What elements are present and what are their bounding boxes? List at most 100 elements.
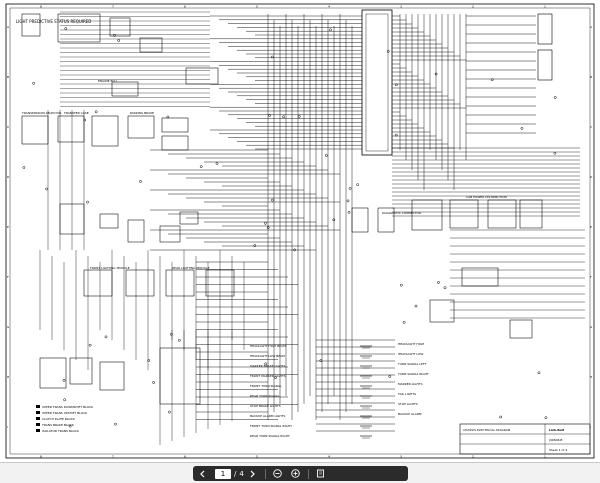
legend-item-3: CLUTCH PLATE BLOCK [42, 417, 76, 421]
terminal [266, 226, 270, 229]
border-number: 6 [184, 455, 186, 459]
terminal [199, 165, 203, 168]
box-title-2: TRANSFER CASE [63, 111, 89, 115]
border-letter: D [7, 175, 10, 179]
previous-page-button[interactable] [193, 466, 211, 481]
signal-label: TURN SIGNAL LEFT [397, 362, 427, 366]
border-letter: D [590, 175, 593, 179]
border-number: 4 [328, 455, 330, 459]
terminal [253, 244, 257, 247]
border-number: 5 [256, 455, 258, 459]
component-box [59, 203, 85, 235]
signal-label: TAIL LIGHTS [397, 392, 416, 396]
terminal [274, 376, 277, 379]
terminal [346, 199, 350, 203]
next-page-button[interactable] [244, 466, 262, 481]
page-separator: / [234, 469, 237, 478]
border-number: 7 [112, 455, 114, 459]
terminal [324, 154, 328, 157]
signal-label: HEADLIGHT LOW [398, 352, 423, 356]
border-letter: B [7, 75, 9, 79]
box-title-8: REAR LIGHTING MODULE [172, 266, 210, 270]
terminal [293, 248, 296, 252]
terminal [544, 416, 548, 420]
signal-label: HEADLIGHT HIGH [398, 342, 424, 346]
components [21, 13, 557, 428]
signal-label: TURN SIGNAL RIGHT [397, 372, 429, 376]
zoom-out-button[interactable] [269, 466, 287, 481]
output-labels: HEADLIGHT HIGH BEAM HEADLIGHT LOW BEAM M… [250, 344, 292, 438]
terminal [86, 200, 89, 204]
border-number: 4 [328, 5, 330, 9]
output-label: HEADLIGHT HIGH BEAM [250, 344, 286, 348]
box-title-6: CAB POWER DISTRIBUTION [466, 195, 507, 199]
border-letter: E [590, 225, 592, 229]
box-title-7: FRONT LIGHTING MODULE [90, 266, 130, 270]
terminal [114, 422, 117, 426]
terminal [117, 39, 121, 42]
border-letter: F [7, 275, 9, 279]
chevron-left-icon [199, 470, 204, 477]
component-box [111, 81, 139, 97]
terminal [297, 115, 301, 118]
component-box [205, 269, 235, 297]
terminal [264, 362, 268, 366]
output-label: REAR TURN SIGNAL RIGHT [250, 434, 290, 438]
terminal [88, 343, 92, 347]
fit-page-button[interactable] [312, 466, 330, 481]
terminal [537, 371, 541, 375]
terminal [264, 221, 267, 225]
signal-label: MARKER LIGHTS [398, 382, 423, 386]
component-box [429, 299, 455, 323]
terminal [402, 320, 406, 324]
terminal [64, 27, 68, 30]
terminal [553, 96, 557, 99]
border-letter: C [590, 125, 592, 129]
legend-item-2: UPPER TRANS UPSHIFT BLOCK [42, 411, 88, 415]
page-number-input[interactable] [215, 468, 231, 479]
title-block-title: CHASSIS ELECTRICAL DIAGRAM [463, 428, 511, 432]
border-number: 8 [40, 5, 42, 9]
page-navigator: / 4 [193, 466, 408, 481]
border-number: 7 [112, 5, 114, 9]
terminal [68, 424, 72, 428]
terminal [104, 335, 108, 339]
terminal [347, 210, 351, 214]
border-letter: H [590, 375, 592, 379]
terminal [394, 83, 398, 87]
box-title-4: ENGINE ECU [98, 79, 117, 83]
zoom-in-button[interactable] [287, 466, 305, 481]
terminal [414, 304, 418, 308]
wire-harness [39, 11, 585, 445]
terminal [63, 398, 66, 402]
terminal [394, 133, 398, 137]
terminal [270, 55, 274, 59]
component-box [161, 135, 189, 151]
component-box [487, 199, 517, 229]
component-box [21, 115, 49, 145]
signal-label: BACKUP ALARM [398, 412, 422, 416]
output-label: REAR TURN SIGNAL [250, 394, 280, 398]
central-connector [361, 9, 393, 156]
terminal [443, 286, 447, 290]
component-box [159, 225, 181, 243]
terminal [32, 81, 36, 85]
component-box [69, 357, 93, 385]
component-box [127, 219, 145, 243]
border-letter: I [590, 425, 591, 429]
component-box [127, 115, 155, 139]
terminal [139, 180, 142, 183]
component-box [179, 211, 199, 225]
component-box [125, 269, 155, 297]
zoom-out-icon [273, 469, 283, 478]
border-number: 6 [184, 5, 186, 9]
terminal [45, 187, 49, 191]
terminal [434, 72, 438, 76]
border-letter: F [590, 275, 592, 279]
border-letter: G [590, 325, 593, 329]
terminal [490, 78, 494, 82]
terminal [388, 375, 392, 378]
component-box [159, 347, 201, 405]
toolbar-divider [264, 468, 266, 479]
wiring-diagram: LIGHT PREDICTIVE STATUS REQUIRED TRANSMI… [5, 3, 595, 459]
